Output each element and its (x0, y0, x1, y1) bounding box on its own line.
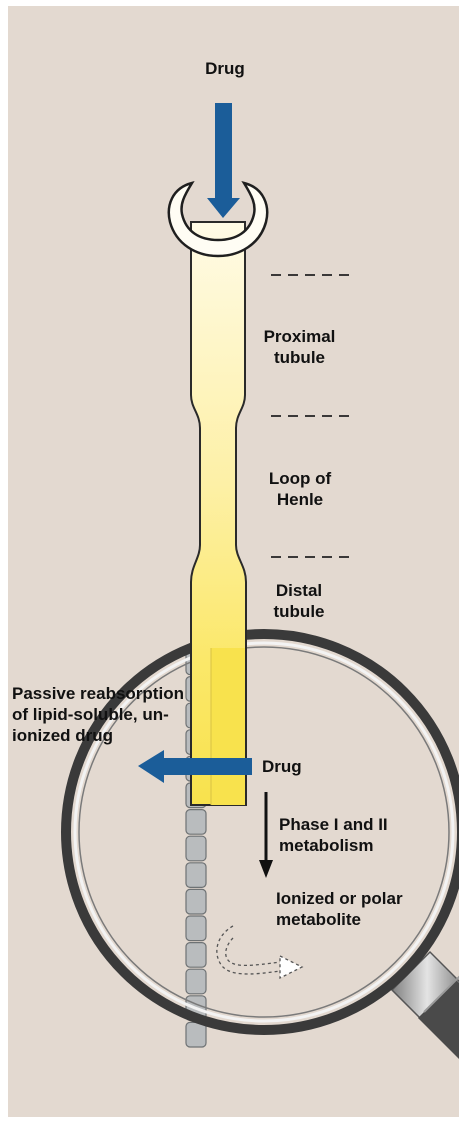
loop-line2: Henle (256, 489, 344, 510)
drug-label-top-text: Drug (205, 59, 245, 78)
passive-line2: of lipid-soluble, un- (12, 704, 242, 725)
proximal-line2: tubule (252, 347, 347, 368)
phase-line1: Phase I and II (279, 814, 429, 835)
phase-line2: metabolism (279, 835, 429, 856)
phase-metabolism-label: Phase I and II metabolism (279, 814, 429, 856)
capillary-segment (186, 810, 206, 835)
passive-line1: Passive reabsorption (12, 683, 242, 704)
passive-line3: ionized drug (12, 725, 242, 746)
distal-line1: Distal (258, 580, 340, 601)
capillary-segment (186, 836, 206, 861)
capillary-segment (186, 1022, 206, 1047)
ionized-line2: metabolite (276, 909, 426, 930)
ionized-line1: Ionized or polar (276, 888, 426, 909)
distal-tubule-label: Distal tubule (258, 580, 340, 622)
capillary-segment (186, 889, 206, 914)
drug-label-lens: Drug (262, 756, 302, 777)
distal-line2: tubule (258, 601, 340, 622)
drug-label-top: Drug (195, 58, 255, 79)
capillary-segment (186, 943, 206, 968)
loop-line1: Loop of (256, 468, 344, 489)
passive-reabsorption-label: Passive reabsorption of lipid-soluble, u… (12, 683, 242, 746)
capillary-segment (186, 916, 206, 941)
capillary-segment (186, 863, 206, 888)
ionized-metabolite-label: Ionized or polar metabolite (276, 888, 426, 930)
drug-label-lens-text: Drug (262, 757, 302, 776)
proximal-tubule-label: Proximal tubule (252, 326, 347, 368)
capillary-segment (186, 969, 206, 994)
proximal-line1: Proximal (252, 326, 347, 347)
loop-of-henle-label: Loop of Henle (256, 468, 344, 510)
